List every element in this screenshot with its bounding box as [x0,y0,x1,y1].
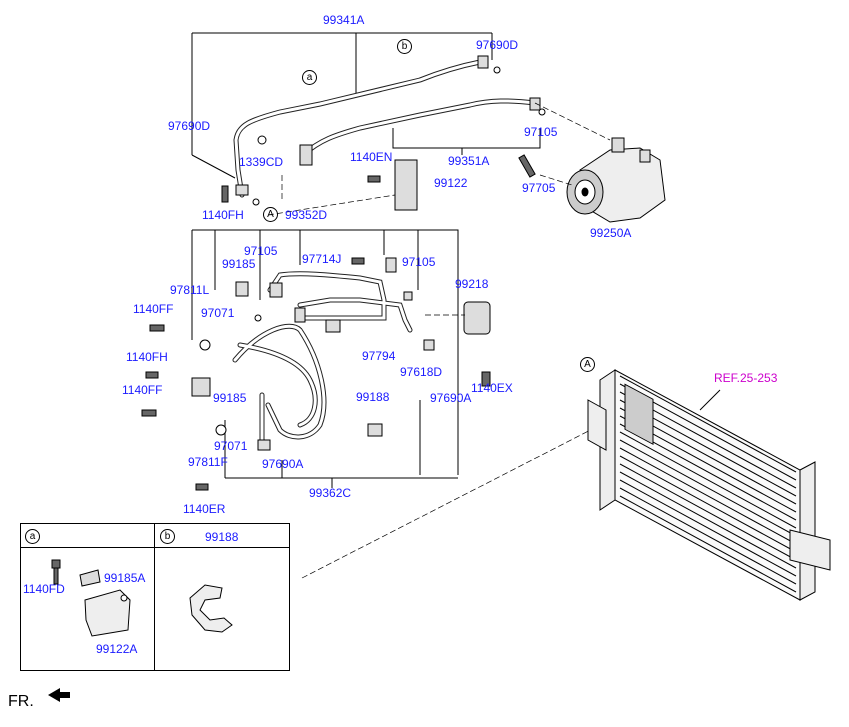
oring-97071-a [199,339,211,351]
label-1339CD: 1339CD [239,155,284,169]
label-99341A: 99341A [323,13,365,27]
label-1140EN: 1140EN [350,150,393,164]
label-99122A: 99122A [96,642,138,656]
label-1140FH-b: 1140FH [126,350,168,364]
fitting-97071-b [257,439,271,451]
bolt-1140FF-b [141,409,157,417]
label-99351A: 99351A [448,154,490,168]
bracket-99341A [191,32,493,155]
bolt-1140FH-b [145,371,159,379]
bracket-99362C [224,420,458,488]
label-97071-b: 97071 [214,439,248,453]
label-97690A-right: 97690A [430,391,472,405]
bolt-1140ER [195,483,209,491]
oring-97071-b [215,424,227,436]
label-97690D-left: 97690D [168,119,211,133]
fr-arrow-icon [48,688,70,702]
fitting-mid [294,307,306,323]
fitting-97105-b [269,282,283,298]
label-99185-a: 99185 [222,257,256,271]
clamp-99188 [367,423,383,437]
receiver-99218 [463,301,491,335]
oring-1339CD [257,135,267,145]
legend-box [20,523,290,671]
hose-362C-b-outer [237,342,318,428]
label-99188: 99188 [356,390,390,404]
label-97071-a: 97071 [201,306,235,320]
bracket-99352D [191,229,459,475]
label-1140FD: 1140FD [23,582,65,596]
label-97690D-top: 97690D [476,38,519,52]
label-97690A-bottom: 97690A [262,457,304,471]
label-97714J: 97714J [302,252,342,266]
label-97794: 97794 [362,349,396,363]
label-97105-b: 97105 [244,244,278,258]
bolt-1140EN [367,175,381,183]
legend-b-part [189,584,233,633]
label-99352D: 99352D [285,208,328,222]
legend-divider-vertical [154,523,155,670]
callout-A-left: A [263,207,278,222]
clamp-a [299,144,313,166]
fitting-97105-c [403,291,413,301]
label-99218: 99218 [455,277,489,291]
label-1140ER: 1140ER [183,502,226,516]
callout-A-right: A [580,357,595,372]
label-97705: 97705 [522,181,556,195]
clamp-97794 [325,319,341,333]
label-1140FF-b: 1140FF [122,383,163,397]
compressor-99250A [566,137,666,223]
label-97618D: 97618D [400,365,443,379]
bolt-1140FH-top [221,185,229,203]
fitting-97690D [477,55,489,69]
bolt-1140EX [481,371,491,387]
fitting-97105-a [529,97,541,111]
label-99185A: 99185A [104,571,146,585]
front-direction-label: FR. [8,693,34,710]
label-ref-25-253[interactable]: REF.25-253 [714,371,778,385]
bracket-99122 [394,159,418,211]
bracket-99351A [392,128,541,155]
legend-divider-horizontal [20,547,289,548]
callout-a: a [302,70,317,85]
label-99250A: 99250A [590,226,632,240]
legend-a-badge: a [25,529,40,544]
legend-b-title: 99188 [205,530,239,544]
label-1140FH-top: 1140FH [202,208,244,222]
fitting-97714J [385,257,397,273]
label-1140FF-a: 1140FF [133,302,174,316]
bolt-97705 [518,154,536,178]
label-97811L: 97811L [170,283,210,297]
clamp-99185 [235,281,249,297]
label-99185-b: 99185 [213,391,247,405]
label-1140EX: 1140EX [471,381,513,395]
legend-b-badge: b [160,529,175,544]
label-97811F: 97811F [188,455,228,469]
clamp-99185-b [191,377,211,397]
label-99122: 99122 [434,176,468,190]
sensor-97618D [423,339,435,351]
condenser [587,369,831,601]
bolt-1140FF-a [149,324,165,332]
label-97105-c: 97105 [402,255,436,269]
discharge-hose-outer [300,98,538,158]
bolt-97714J [351,257,365,265]
legend-a-parts [51,559,131,637]
fitting-left [235,184,249,196]
label-99362C: 99362C [309,486,352,500]
label-97105-a: 97105 [524,125,558,139]
callout-b: b [397,39,412,54]
